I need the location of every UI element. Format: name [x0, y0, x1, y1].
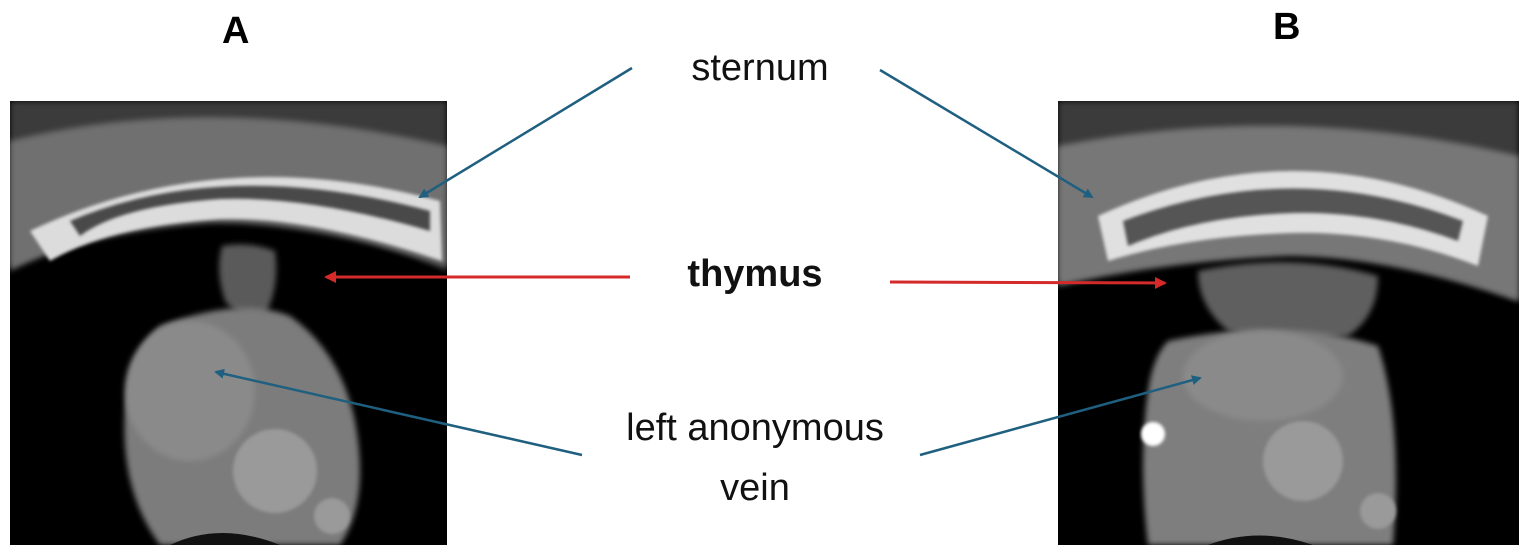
sternum-label: sternum [691, 47, 829, 89]
ct-scan-a-graphic [10, 101, 447, 545]
panel-label-b: B [1273, 6, 1301, 48]
panel-label-a: A [222, 10, 250, 52]
ct-scan-b-graphic [1058, 101, 1519, 545]
sternum-arrow-a [418, 66, 633, 199]
ct-image-b [1058, 101, 1519, 545]
vein-label-line-2: vein [720, 467, 790, 509]
ct-image-a [10, 101, 447, 545]
thymus-label: thymus [687, 253, 823, 295]
vein-label-line-1: left anonymous [626, 407, 884, 449]
left-anonymous-vein-label: left anonymous vein [580, 398, 930, 518]
